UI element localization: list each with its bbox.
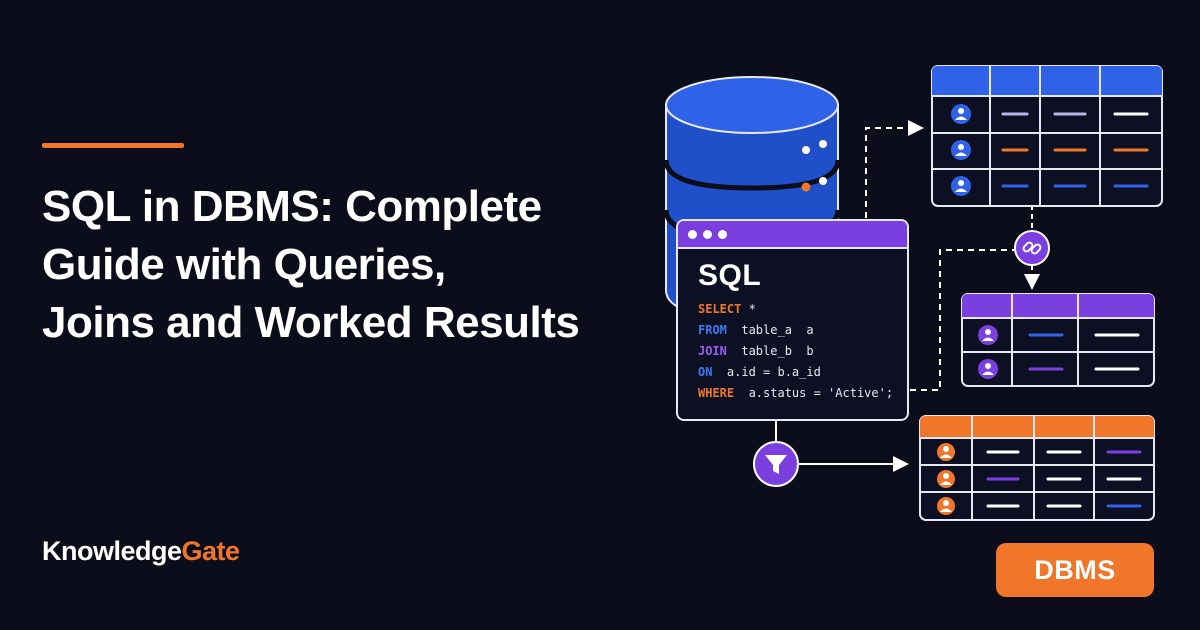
sql-code: SELECT * FROM table_a a JOIN table_b b ON a… xyxy=(678,293,907,404)
title-line-2: Guide with Queries, xyxy=(42,240,446,289)
window-dot xyxy=(688,229,697,239)
dbms-badge: DBMS xyxy=(996,543,1154,597)
sql-heading: SQL xyxy=(698,259,762,292)
code-line: ON a.id = b.a_id xyxy=(698,365,821,379)
user-icon xyxy=(978,359,998,379)
code-line: JOIN table_b b xyxy=(698,344,814,358)
sql-window-titlebar xyxy=(678,221,907,249)
window-dot xyxy=(718,229,727,239)
link-icon xyxy=(1014,230,1050,266)
user-icon xyxy=(951,140,971,160)
user-icon xyxy=(937,470,955,488)
user-icon xyxy=(937,497,955,515)
brand-part-1: Knowledge xyxy=(42,536,182,566)
user-icon xyxy=(951,104,971,124)
title-line-3: Joins and Worked Results xyxy=(42,298,580,347)
code-line: WHERE a.status = 'Active'; xyxy=(698,386,894,400)
code-line: FROM table_a a xyxy=(698,323,814,337)
user-icon xyxy=(951,176,971,196)
table-b xyxy=(961,293,1155,387)
user-icon xyxy=(937,443,955,461)
table-a xyxy=(931,65,1163,207)
brand-logo: KnowledgeGate xyxy=(42,536,240,567)
brand-part-2: Gate xyxy=(181,536,241,566)
filter-icon xyxy=(753,441,799,487)
connector-sql-to-link xyxy=(910,249,1014,391)
title-line-1: SQL in DBMS: Complete xyxy=(42,182,542,231)
accent-line xyxy=(42,143,184,148)
code-line: SELECT * xyxy=(698,302,756,316)
page-title: SQL in DBMS: Complete Guide with Queries… xyxy=(42,178,662,352)
user-icon xyxy=(978,325,998,345)
sql-editor-window: SQL SELECT * FROM table_a a JOIN table_b b… xyxy=(676,219,909,421)
result-table xyxy=(919,415,1155,521)
connector-db-to-table-a xyxy=(865,120,924,218)
window-dot xyxy=(703,229,712,239)
